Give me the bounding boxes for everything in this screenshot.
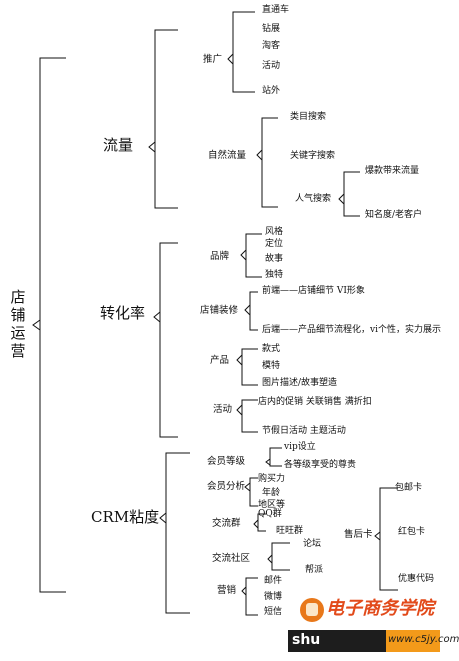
community-item-1: 论坛 [303,539,322,549]
watermark-logo-icon [300,598,324,622]
chat-group-item-2: 旺旺群 [276,526,304,536]
root-label: 店铺运营 [10,288,26,360]
member-analysis-item-2: 年龄 [262,488,281,498]
brand-item-4: 独特 [265,270,284,280]
after-sale-item-2: 红包卡 [398,527,426,537]
store-decoration-label: 店铺装修 [200,305,239,316]
chat-group-item-1: QQ群 [258,509,282,519]
decoration-back: 后端——产品细节流程化，vi个性，实力展示 [262,325,441,335]
marketing-item-3: 短信 [264,607,283,617]
watermark-en-text: shu [292,632,321,648]
after-sale-item-1: 包邮卡 [395,483,423,493]
decoration-front: 前端——店铺细节 VI形象 [262,286,365,296]
product-item-3: 图片描述/故事塑造 [262,378,338,388]
activity-item-1: 店内的促销 关联销售 满折扣 [258,397,372,407]
promotion-item-3: 淘客 [262,41,281,51]
community-item-2: 帮派 [305,565,324,575]
category-search: 类目搜索 [290,112,327,122]
bracket-lines [32,11,398,616]
branch-conversion-label: 转化率 [100,304,146,322]
activity-label: 活动 [213,404,233,415]
promotion-item-1: 直通车 [262,5,290,15]
brand-item-2: 定位 [265,239,284,249]
mind-map: 店铺运营 流量 转化率 CRM粘度 推广 直通车 钻展 淘客 活动 站外 自然流… [10,5,459,652]
promotion-item-5: 站外 [262,86,281,96]
watermark-url-text: www.c5jy.com [388,634,459,645]
marketing-item-1: 邮件 [264,576,283,586]
member-analysis-label: 会员分析 [207,481,246,492]
member-level-item-2: 各等级享受的尊贵 [284,460,357,470]
after-sale-item-3: 优惠代码 [398,574,435,584]
chat-group-label: 交流群 [212,518,241,529]
activity-item-2: 节假日活动 主题活动 [262,426,346,436]
watermark-cn-text: 电子商务学院 [326,598,434,619]
brand-item-1: 风格 [265,227,284,237]
watermark-bar: shu www.c5jy.com [288,630,459,652]
product-item-1: 款式 [262,344,281,354]
member-level-item-1: vip设立 [284,442,316,452]
keyword-search: 关键字搜索 [290,151,336,161]
product-item-2: 模特 [262,361,281,371]
branch-crm-label: CRM粘度 [91,508,160,526]
natural-traffic-label: 自然流量 [208,150,247,161]
product-label: 产品 [210,355,230,366]
popularity-item-2: 知名度/老客户 [365,210,423,220]
marketing-item-2: 微博 [264,592,283,602]
popularity-search-label: 人气搜索 [295,194,332,204]
member-level-label: 会员等级 [207,456,246,467]
promotion-item-2: 钻展 [262,24,281,34]
marketing-label: 营销 [217,585,237,596]
brand-label: 品牌 [210,251,230,262]
after-sale-card-label: 售后卡 [344,529,373,540]
member-analysis-item-3: 地区等 [258,500,286,510]
community-label: 交流社区 [212,553,251,564]
promotion-label: 推广 [203,54,223,65]
popularity-item-1: 爆款带来流量 [365,166,420,176]
promotion-item-4: 活动 [262,61,281,71]
brand-item-3: 故事 [265,254,284,264]
branch-traffic-label: 流量 [103,136,134,154]
member-analysis-item-1: 购买力 [258,474,286,484]
